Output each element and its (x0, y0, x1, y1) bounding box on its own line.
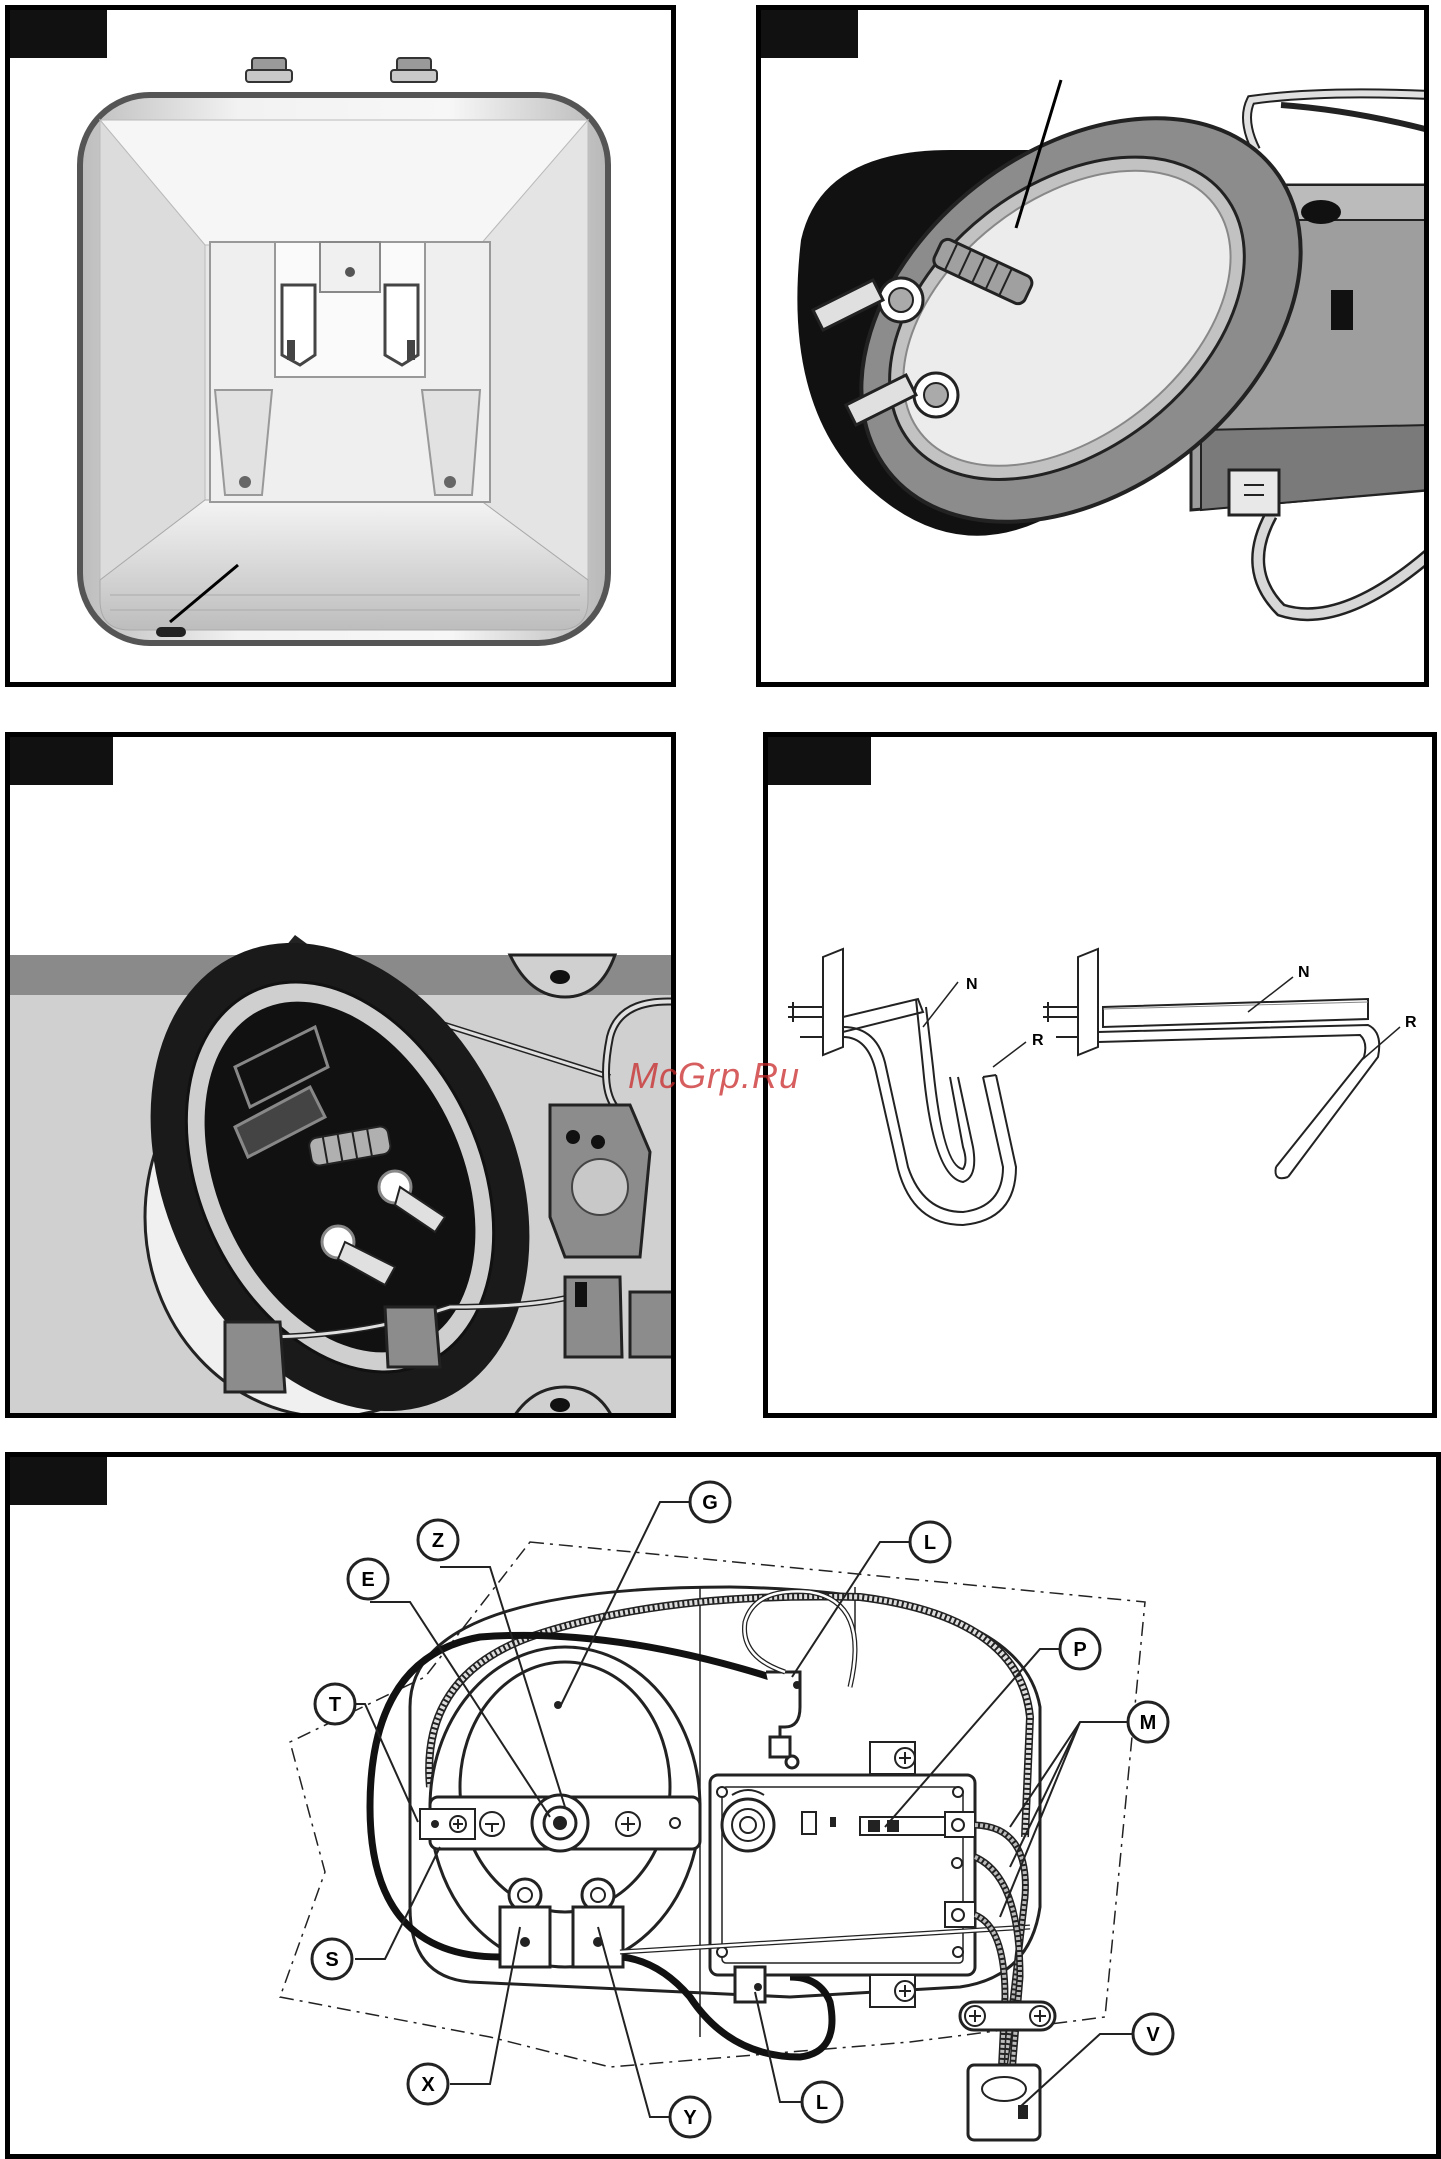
label-n-left: N (966, 976, 978, 993)
label-r-right: R (1405, 1014, 1417, 1031)
svg-text:V: V (1146, 2024, 1160, 2046)
drain-plug (156, 627, 186, 637)
heater-front-illustration (10, 10, 676, 687)
callout-s: S (312, 1939, 352, 1979)
label-n-right: N (1298, 964, 1310, 981)
callout-t: T (315, 1684, 355, 1724)
svg-text:T: T (329, 1694, 341, 1716)
wiring-diagram: G Z E L P M T S (10, 1457, 1441, 2159)
svg-text:L: L (924, 1532, 936, 1554)
callout-e: E (348, 1559, 388, 1599)
flange-removal-illustration (10, 737, 676, 1418)
pipe-fitting-left (246, 58, 292, 82)
svg-text:G: G (702, 1492, 718, 1514)
svg-text:Y: Y (683, 2107, 697, 2129)
callout-x: X (408, 2064, 448, 2104)
heating-flange-illustration (761, 10, 1429, 687)
svg-text:L: L (816, 2092, 828, 2114)
svg-text:E: E (361, 1569, 374, 1591)
element-u-shaped: N R (788, 949, 1044, 1225)
callout-g: G (690, 1482, 730, 1522)
label-r-left: R (1032, 1032, 1044, 1049)
svg-text:X: X (421, 2074, 435, 2096)
svg-text:Z: Z (432, 1530, 444, 1552)
element-angled: N R (1043, 949, 1417, 1178)
panel-heating-flange (756, 5, 1429, 687)
pipe-fitting-right (391, 58, 437, 82)
element-types-illustration: N R N R (768, 737, 1437, 1418)
svg-text:S: S (325, 1949, 338, 1971)
callout-m: M (1128, 1702, 1168, 1742)
panel-wiring-diagram: G Z E L P M T S (5, 1452, 1441, 2159)
watermark: McGrp.Ru (628, 1055, 800, 1097)
callout-z: Z (418, 1520, 458, 1560)
svg-text:P: P (1073, 1639, 1086, 1661)
callout-l-bottom: L (802, 2082, 842, 2122)
callout-l-top: L (910, 1522, 950, 1562)
callout-v: V (1133, 2014, 1173, 2054)
panel-heater-front (5, 5, 676, 687)
callout-y: Y (670, 2097, 710, 2137)
callout-p: P (1060, 1629, 1100, 1669)
panel-flange-removal (5, 732, 676, 1418)
panel-element-types: N R N R (763, 732, 1437, 1418)
svg-text:M: M (1140, 1712, 1157, 1734)
